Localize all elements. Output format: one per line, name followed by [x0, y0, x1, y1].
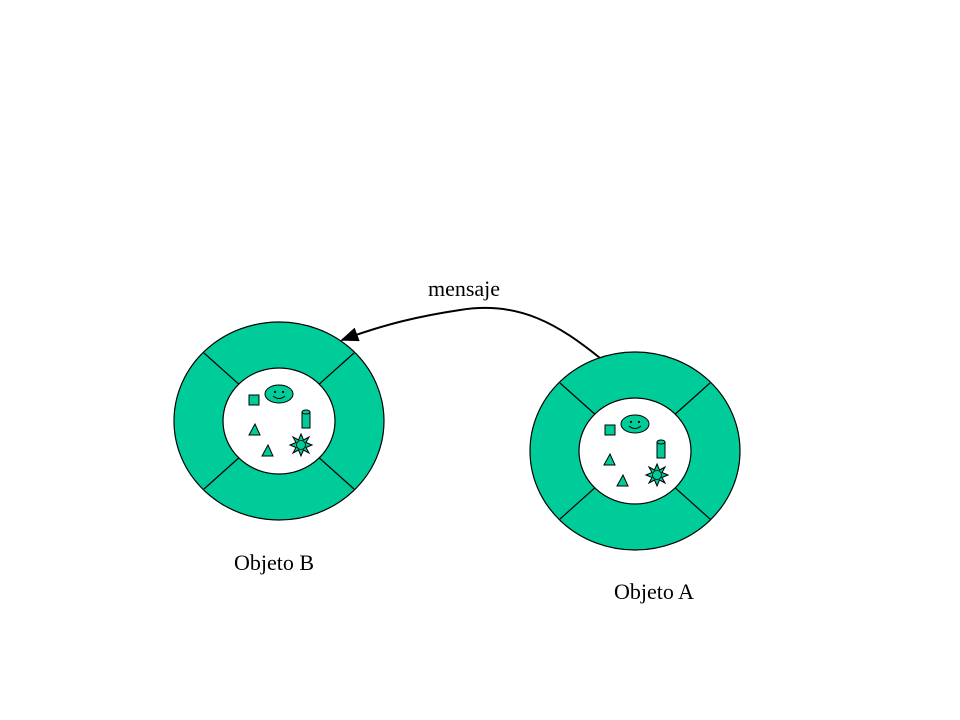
- message-arrow: [340, 306, 601, 359]
- object-b: [173, 321, 385, 521]
- object-a-label: Objeto A: [614, 579, 694, 604]
- object-a-contents: [603, 414, 670, 488]
- smiley-icon: [620, 414, 650, 434]
- square-icon: [604, 424, 616, 436]
- cylinder-icon: [301, 409, 311, 429]
- triangle-icon: [261, 443, 274, 457]
- star-burst-icon: [288, 432, 314, 458]
- triangle-icon: [248, 422, 261, 436]
- object-a: [529, 351, 741, 551]
- cylinder-icon: [656, 439, 666, 459]
- triangle-icon: [603, 452, 616, 466]
- message-label: mensaje: [428, 276, 500, 301]
- triangle-icon: [616, 473, 629, 487]
- square-icon: [248, 394, 260, 406]
- smiley-icon: [264, 384, 294, 404]
- object-b-label: Objeto B: [234, 550, 314, 575]
- object-b-contents: [248, 384, 314, 458]
- star-burst-icon: [644, 462, 670, 488]
